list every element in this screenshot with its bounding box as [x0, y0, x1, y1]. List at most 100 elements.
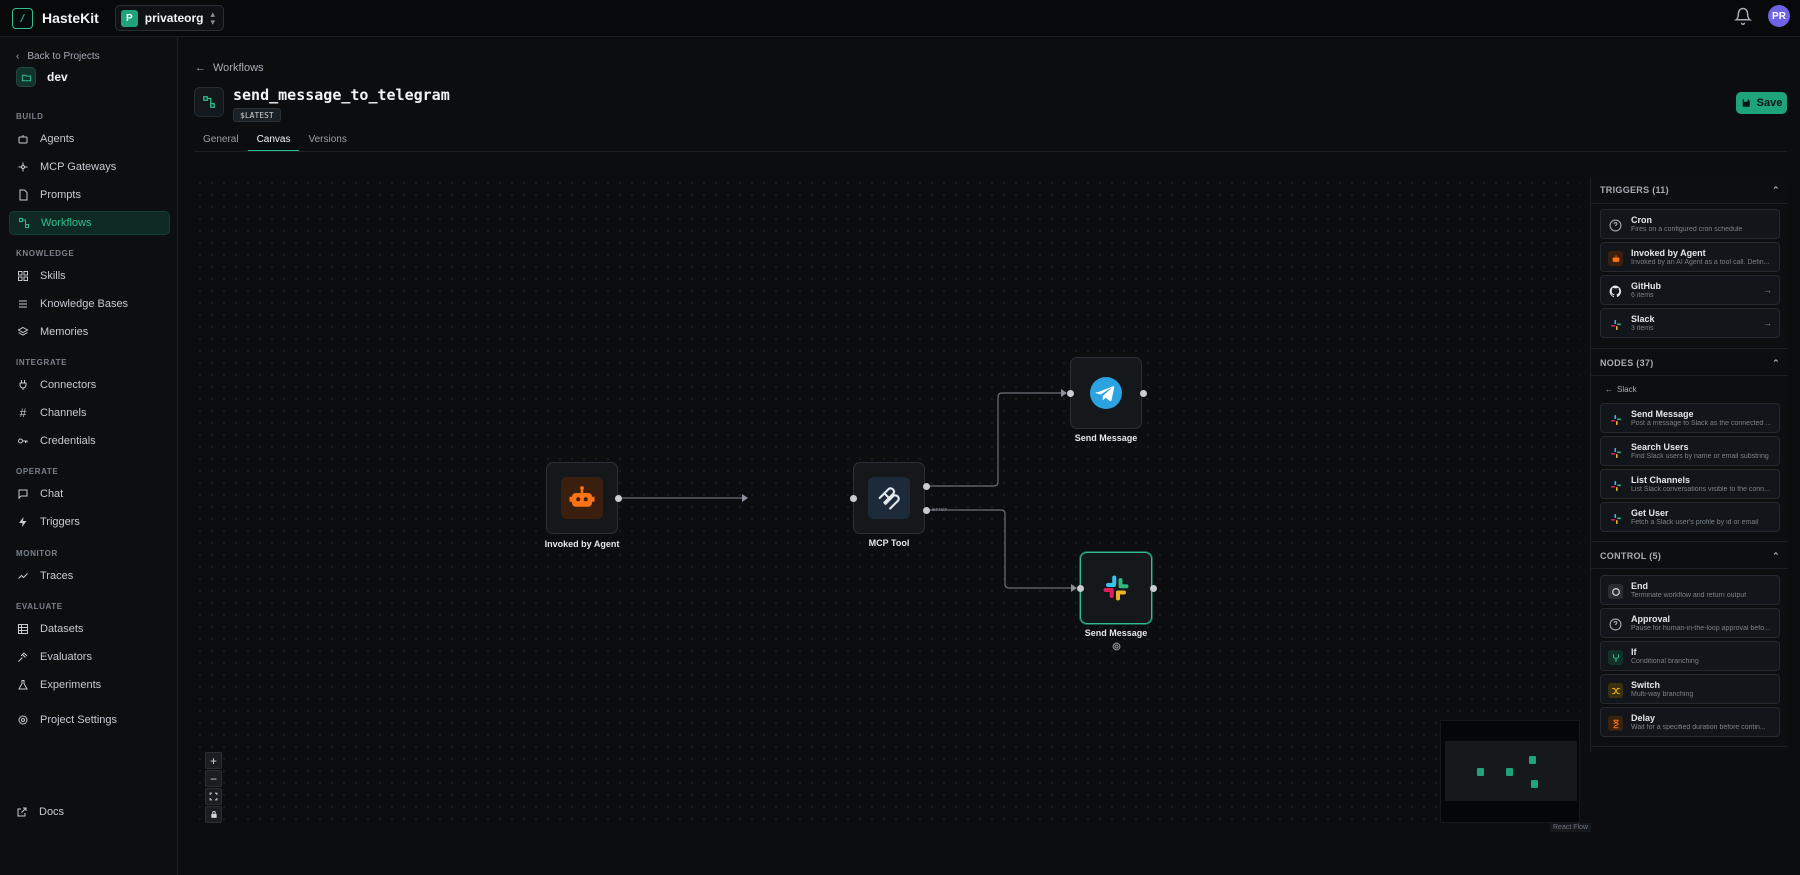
- sidebar-item-connectors[interactable]: Connectors: [9, 373, 170, 397]
- sidebar-item-traces[interactable]: Traces: [9, 564, 170, 588]
- card-desc: 3 items: [1631, 325, 1654, 332]
- bell-icon[interactable]: [1734, 7, 1752, 25]
- section-build: BUILD: [16, 112, 44, 121]
- org-switcher[interactable]: P privateorg ▴▾: [114, 5, 225, 31]
- node-telegram-send-message[interactable]: [1070, 357, 1142, 429]
- sidebar-item-mcp-gateways[interactable]: MCP Gateways: [9, 155, 170, 179]
- error-handle-label: error: [932, 507, 948, 513]
- card-desc: Wait for a specified duration before con…: [1631, 724, 1766, 731]
- node-slack-get-user-card[interactable]: Get User Fetch a Slack user's profile by…: [1600, 502, 1780, 532]
- sidebar-item-label: Prompts: [40, 189, 81, 201]
- breadcrumb-workflows: Workflows: [213, 62, 264, 74]
- workflow-canvas[interactable]: Invoked by Agent error MCP Tool Send Mes…: [194, 177, 1580, 830]
- node-slack-send-message[interactable]: [1080, 552, 1152, 624]
- sidebar-item-evaluators[interactable]: Evaluators: [9, 645, 170, 669]
- card-title: Send Message: [1631, 409, 1694, 419]
- card-title: If: [1631, 647, 1637, 657]
- node-slack-send-message-card[interactable]: Send Message Post a message to Slack as …: [1600, 403, 1780, 433]
- target-handle[interactable]: [1067, 390, 1074, 397]
- slack-icon: [1608, 412, 1623, 427]
- nodes-section-header[interactable]: NODES (37) ⌃: [1600, 358, 1780, 369]
- sidebar-item-datasets[interactable]: Datasets: [9, 617, 170, 641]
- sidebar-item-knowledge-bases[interactable]: Knowledge Bases: [9, 292, 170, 316]
- control-switch-card[interactable]: Switch Multi-way branching: [1600, 674, 1780, 704]
- docs-link[interactable]: Docs: [16, 806, 64, 818]
- sidebar-item-label: Knowledge Bases: [40, 298, 129, 310]
- source-handle[interactable]: [1150, 585, 1157, 592]
- table-icon: [17, 623, 29, 635]
- hastekit-logo-icon: /: [12, 7, 33, 29]
- tab-general[interactable]: General: [203, 134, 239, 145]
- sidebar-item-memories[interactable]: Memories: [9, 320, 170, 344]
- card-desc: Pause for human-in-the-loop approval bef…: [1631, 625, 1770, 632]
- minimap-viewport: [1445, 741, 1577, 801]
- card-title: List Channels: [1631, 475, 1691, 485]
- source-handle-error[interactable]: [923, 507, 930, 514]
- sidebar-item-chat[interactable]: Chat: [9, 482, 170, 506]
- sidebar-item-workflows[interactable]: Workflows: [9, 211, 170, 235]
- sidebar: ‹ Back to Projects dev BUILD Agents MCP …: [0, 37, 178, 875]
- slack-icon: [1101, 573, 1131, 603]
- control-end-card[interactable]: End Terminate workflow and return output: [1600, 575, 1780, 605]
- app-logo[interactable]: / HasteKit: [12, 7, 99, 29]
- node-invoked-by-agent[interactable]: [546, 462, 618, 534]
- folder-icon: [16, 67, 36, 87]
- react-flow-attribution[interactable]: React Flow: [1550, 823, 1592, 832]
- triggers-section-header[interactable]: TRIGGERS (11) ⌃: [1600, 185, 1780, 196]
- project-selector[interactable]: dev: [16, 67, 68, 87]
- sidebar-item-triggers[interactable]: Triggers: [9, 510, 170, 534]
- sidebar-item-label: Experiments: [40, 679, 102, 691]
- control-section-header[interactable]: CONTROL (5) ⌃: [1600, 551, 1780, 562]
- source-handle[interactable]: [615, 495, 622, 502]
- node-slack-list-channels-card[interactable]: List Channels List Slack conversations v…: [1600, 469, 1780, 499]
- card-title: GitHub: [1631, 281, 1661, 291]
- node-mcp-tool[interactable]: [853, 462, 925, 534]
- node-settings-gear-icon[interactable]: [1112, 642, 1121, 651]
- chevron-updown-icon: ▴▾: [210, 9, 216, 27]
- zoom-in-icon[interactable]: +: [205, 752, 222, 769]
- sidebar-item-skills[interactable]: Skills: [9, 264, 170, 288]
- target-handle[interactable]: [1077, 585, 1084, 592]
- section-evaluate: EVALUATE: [16, 602, 63, 611]
- top-bar: / HasteKit P privateorg ▴▾ PR: [0, 0, 1800, 37]
- tab-versions[interactable]: Versions: [308, 134, 347, 145]
- minimap[interactable]: [1440, 720, 1580, 823]
- card-desc: Terminate workflow and return output: [1631, 592, 1747, 599]
- project-name: dev: [47, 70, 68, 84]
- control-if-card[interactable]: If Conditional branching: [1600, 641, 1780, 671]
- save-button[interactable]: Save: [1736, 92, 1787, 114]
- divider: [1591, 203, 1788, 204]
- key-icon: [17, 435, 29, 447]
- trigger-cron[interactable]: Cron Fires on a configured cron schedule: [1600, 209, 1780, 239]
- slack-back-link[interactable]: ← Slack: [1605, 385, 1637, 394]
- breadcrumb[interactable]: ← Workflows: [195, 62, 264, 74]
- target-handle[interactable]: [850, 495, 857, 502]
- sidebar-item-credentials[interactable]: Credentials: [9, 429, 170, 453]
- lock-icon[interactable]: [205, 806, 222, 823]
- edge-arrow: [1071, 584, 1077, 592]
- sidebar-item-channels[interactable]: # Channels: [9, 401, 170, 425]
- tab-canvas[interactable]: Canvas: [247, 131, 300, 152]
- fit-view-icon[interactable]: [205, 788, 222, 805]
- list-icon: [17, 298, 29, 310]
- control-approval-card[interactable]: Approval Pause for human-in-the-loop app…: [1600, 608, 1780, 638]
- control-delay-card[interactable]: Delay Wait for a specified duration befo…: [1600, 707, 1780, 737]
- trigger-invoked-by-agent[interactable]: Invoked by Agent Invoked by an AI Agent …: [1600, 242, 1780, 272]
- source-handle[interactable]: [1140, 390, 1147, 397]
- sidebar-item-project-settings[interactable]: Project Settings: [9, 708, 170, 732]
- edge-mcp-to-telegram: [927, 392, 1062, 487]
- sidebar-item-agents[interactable]: Agents: [9, 127, 170, 151]
- user-avatar[interactable]: PR: [1768, 5, 1790, 27]
- sidebar-item-label: Skills: [40, 270, 66, 282]
- sidebar-item-prompts[interactable]: Prompts: [9, 183, 170, 207]
- chevron-left-icon: ‹: [16, 51, 20, 62]
- zoom-out-icon[interactable]: −: [205, 770, 222, 787]
- card-title: Slack: [1631, 314, 1655, 324]
- sidebar-item-experiments[interactable]: Experiments: [9, 673, 170, 697]
- source-handle-success[interactable]: [923, 483, 930, 490]
- card-desc: Fires on a configured cron schedule: [1631, 226, 1743, 233]
- trigger-github[interactable]: GitHub 6 items →: [1600, 275, 1780, 305]
- node-slack-search-users-card[interactable]: Search Users Find Slack users by name or…: [1600, 436, 1780, 466]
- back-to-projects-link[interactable]: ‹ Back to Projects: [16, 51, 100, 62]
- trigger-slack[interactable]: Slack 3 items →: [1600, 308, 1780, 338]
